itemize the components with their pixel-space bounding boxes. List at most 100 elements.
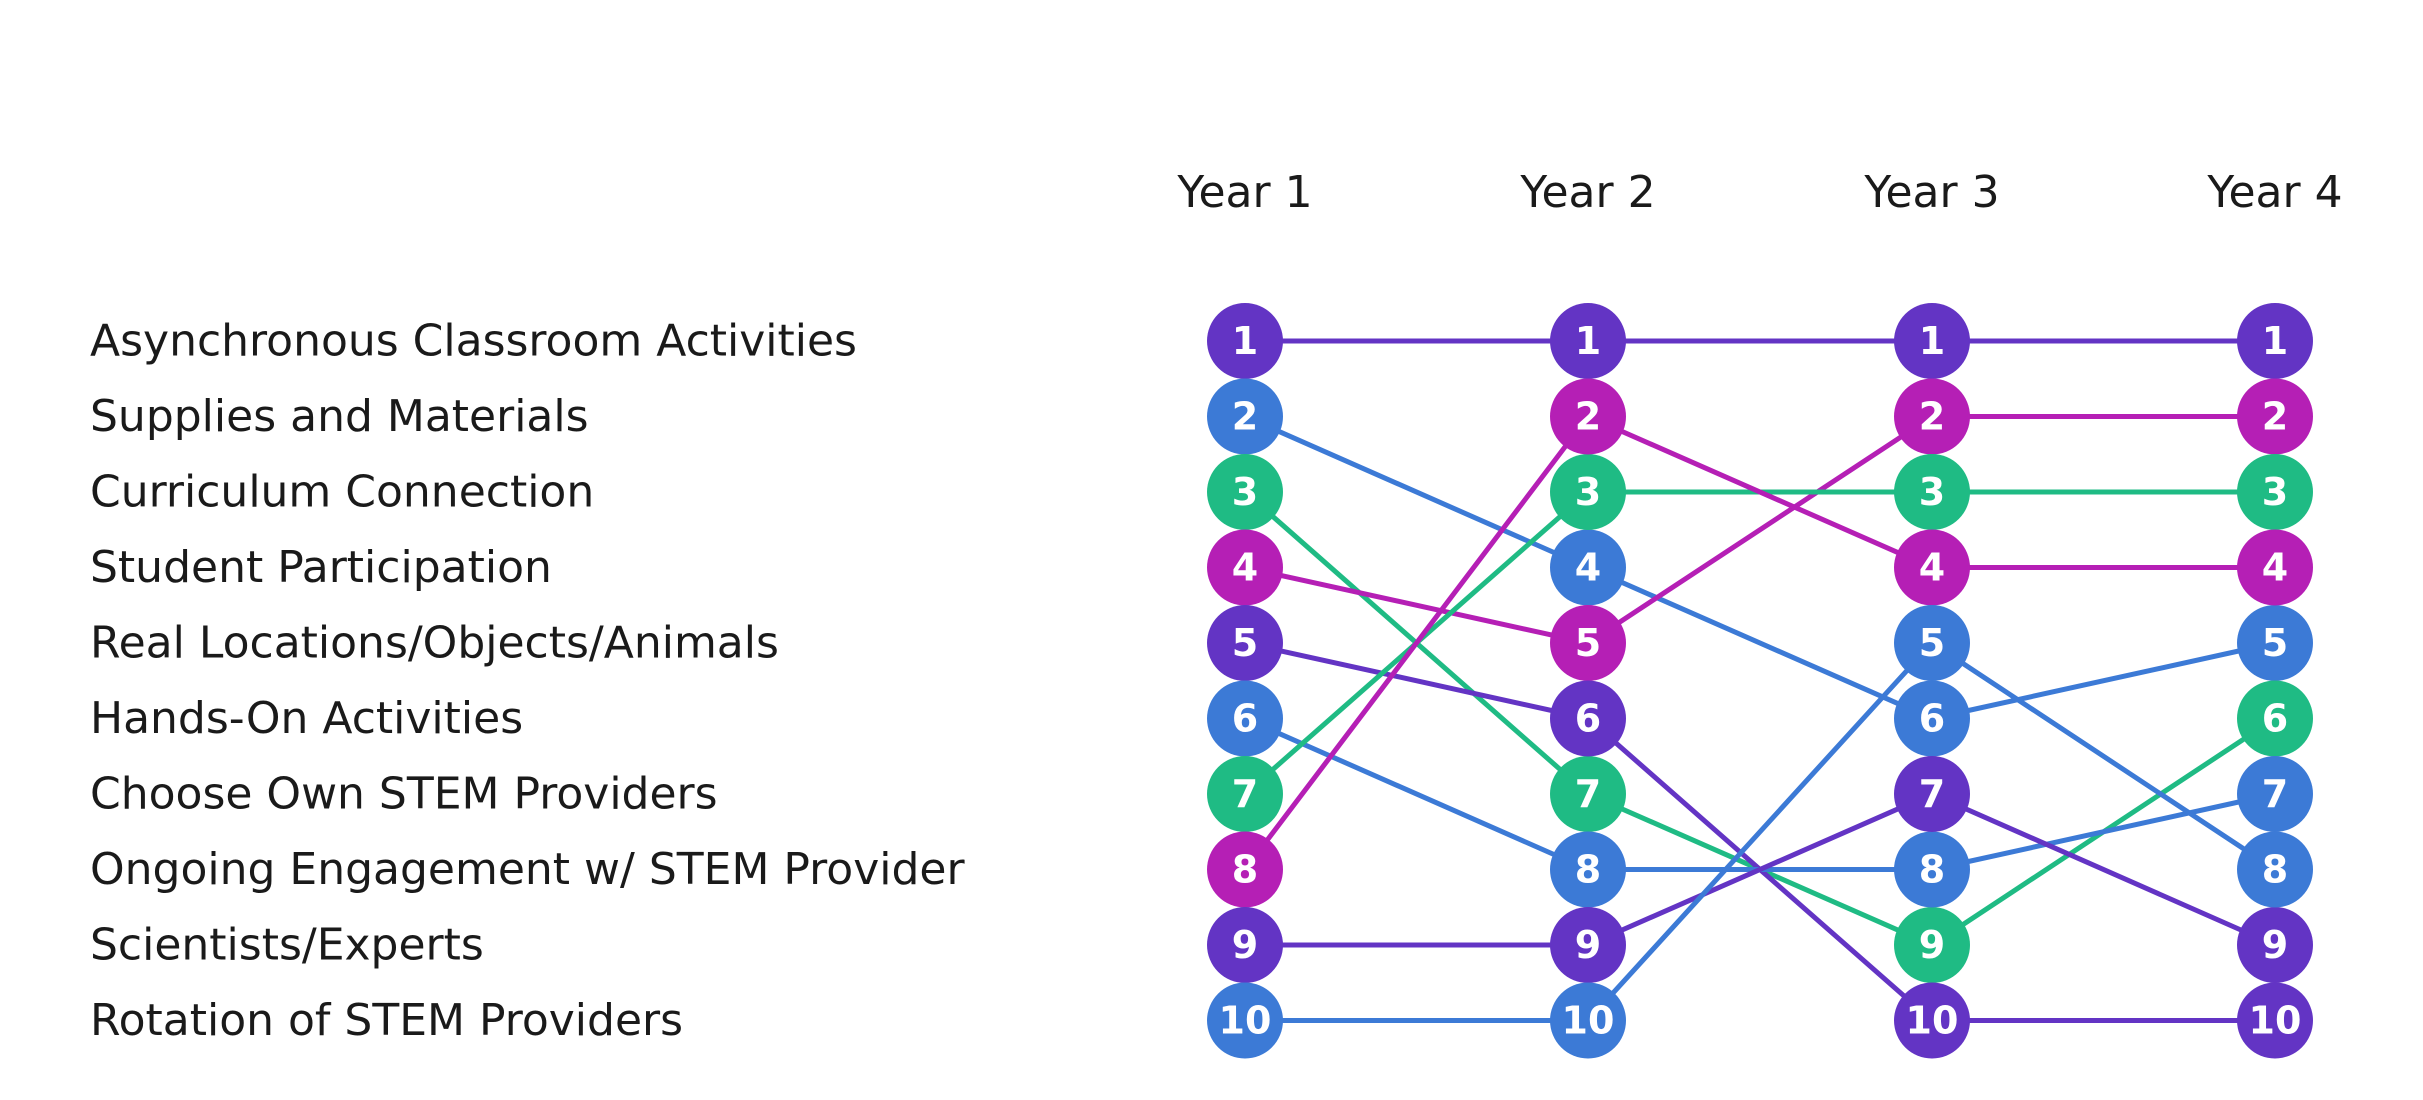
rank-circle: [1550, 680, 1626, 757]
rank-number: 7: [2262, 772, 2288, 816]
rank-circle: [1550, 454, 1626, 530]
row-label: Student Participation: [90, 542, 552, 593]
series-line-segment: [1585, 791, 1935, 948]
rank-circle: [1894, 454, 1970, 530]
rank-number: 9: [2262, 923, 2288, 967]
rank-circle: [1894, 303, 1970, 379]
rank-number: 8: [2262, 848, 2288, 892]
rank-marker: 5: [2237, 605, 2313, 681]
rank-circle: [1894, 982, 1970, 1059]
rank-circle: [2237, 680, 2313, 757]
rank-circle: [1207, 831, 1283, 908]
rank-marker: 9: [2237, 907, 2313, 983]
rank-marker: 4: [1207, 529, 1283, 606]
rank-marker: 6: [1550, 680, 1626, 757]
rank-number: 10: [1219, 999, 1272, 1043]
row-label: Asynchronous Classroom Activities: [90, 316, 857, 367]
rank-number: 8: [1575, 848, 1601, 892]
series-line-segment: [1929, 791, 2278, 948]
rank-marker: 6: [1894, 680, 1970, 757]
rank-circle: [1207, 605, 1283, 681]
rank-number: 6: [1232, 697, 1258, 741]
row-label: Ongoing Engagement w/ STEM Provider: [90, 844, 965, 895]
rank-number: 2: [1232, 395, 1258, 439]
row-label: Curriculum Connection: [90, 467, 594, 518]
rank-marker: 2: [1207, 378, 1283, 455]
series-line-segment: [1242, 716, 1591, 872]
rank-marker: 7: [2237, 756, 2313, 832]
rank-number: 5: [1232, 621, 1258, 665]
rank-number: 4: [1232, 546, 1258, 590]
rank-marker: 8: [1207, 831, 1283, 908]
rank-marker: 6: [1207, 680, 1283, 757]
rank-circle: [1207, 454, 1283, 530]
rank-marker: 3: [1894, 454, 1970, 530]
rank-circle: [2237, 303, 2313, 379]
rank-number: 3: [1575, 470, 1601, 514]
rank-marker: 5: [1207, 605, 1283, 681]
rank-circle: [2237, 529, 2313, 606]
rank-marker: 10: [1894, 982, 1970, 1059]
rank-circle: [1550, 756, 1626, 832]
rank-circle: [1550, 907, 1626, 983]
rank-number: 9: [1232, 923, 1258, 967]
series-line-segment: [1242, 565, 1591, 646]
rank-circle: [2237, 378, 2313, 455]
rank-number: 10: [2249, 999, 2302, 1043]
rank-marker: 1: [1207, 303, 1283, 379]
rank-number: 5: [1575, 621, 1601, 665]
rank-marker: 9: [1894, 907, 1970, 983]
series-line-segment: [1585, 565, 1935, 721]
rank-number: 4: [2262, 546, 2288, 590]
rank-marker: 1: [2237, 303, 2313, 379]
series-line-segment: [1242, 414, 1591, 570]
rank-circle: [1207, 756, 1283, 832]
rank-number: 6: [1575, 697, 1601, 741]
rank-circle: [2237, 831, 2313, 908]
rank-number: 3: [2262, 470, 2288, 514]
rank-marker: 4: [1550, 529, 1626, 606]
rank-circle: [1550, 982, 1626, 1059]
rank-circle: [2237, 982, 2313, 1059]
rank-circle: [1207, 680, 1283, 757]
rank-number: 1: [1232, 319, 1258, 363]
row-label: Supplies and Materials: [90, 391, 589, 442]
rank-marker: 10: [2237, 982, 2313, 1059]
rank-number: 3: [1919, 470, 1945, 514]
row-label: Rotation of STEM Providers: [90, 995, 683, 1046]
series-line-segment: [1242, 414, 1591, 872]
row-label: Scientists/Experts: [90, 920, 484, 971]
row-labels: Asynchronous Classroom ActivitiesSupplie…: [90, 316, 965, 1047]
rank-circle: [1550, 378, 1626, 455]
rank-number: 2: [2262, 395, 2288, 439]
rank-number: 5: [1919, 621, 1945, 665]
rank-marker: 5: [1894, 605, 1970, 681]
rank-number: 7: [1232, 772, 1258, 816]
rank-circle: [1550, 303, 1626, 379]
rank-circle: [1894, 680, 1970, 757]
rank-circle: [1550, 529, 1626, 606]
rank-circle: [1894, 831, 1970, 908]
rank-marker: 3: [1207, 454, 1283, 530]
rank-marker: 7: [1550, 756, 1626, 832]
rank-circle: [1894, 529, 1970, 606]
rank-marker: 8: [2237, 831, 2313, 908]
rank-number: 9: [1575, 923, 1601, 967]
rank-circle: [1207, 303, 1283, 379]
series-line-segment: [1585, 414, 1935, 570]
rank-circle: [1894, 907, 1970, 983]
rank-marker: 8: [1894, 831, 1970, 908]
rank-number: 7: [1575, 772, 1601, 816]
series-line-segment: [1929, 791, 2278, 872]
rank-circle: [1894, 378, 1970, 455]
rank-number: 1: [2262, 319, 2288, 363]
rank-circle: [1550, 605, 1626, 681]
column-label: Year 2: [1519, 167, 1655, 218]
rank-marker: 9: [1550, 907, 1626, 983]
rank-circle: [1207, 378, 1283, 455]
column-label: Year 3: [1863, 167, 1999, 218]
rank-number: 4: [1919, 546, 1945, 590]
rank-marker: 3: [1550, 454, 1626, 530]
